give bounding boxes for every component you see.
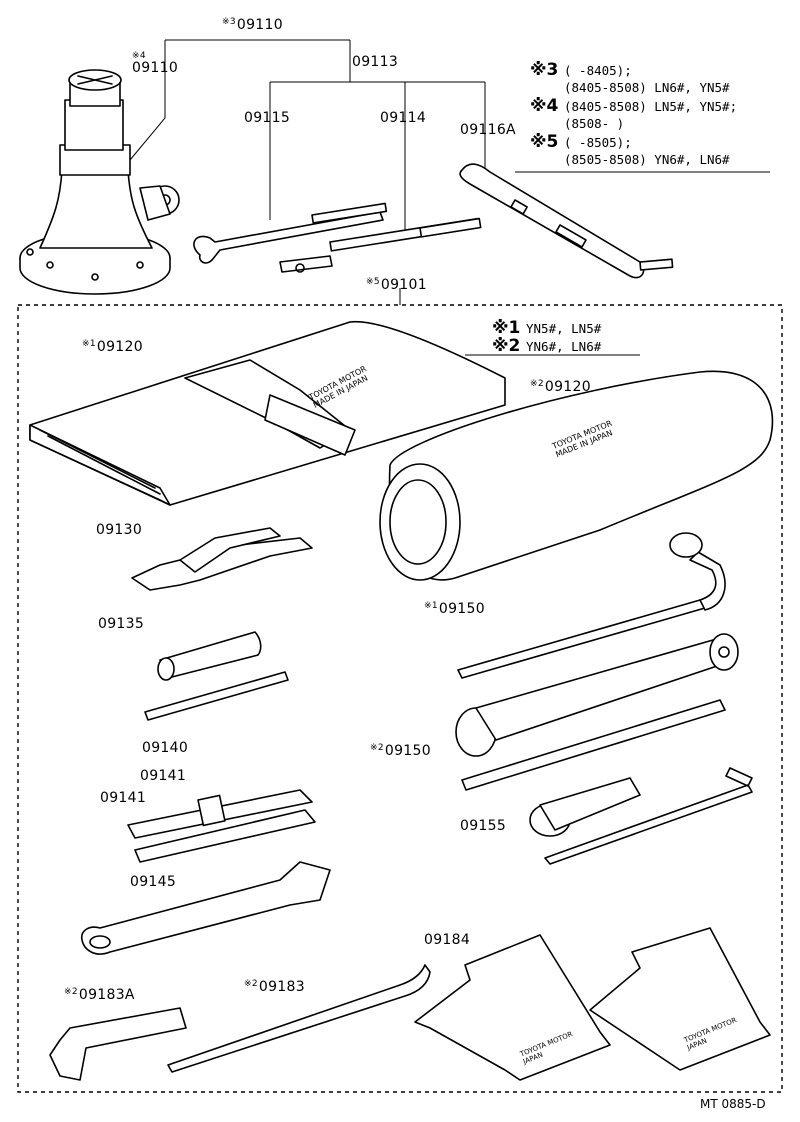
label-09120-bag: ※209120 <box>530 379 591 395</box>
label-09145: 09145 <box>130 874 177 890</box>
jack-handle-09114 <box>279 217 482 273</box>
label-09114: 09114 <box>380 110 427 126</box>
label-09184: 09184 <box>424 932 471 948</box>
tire-lever-09183 <box>167 964 431 1073</box>
jack-handle-09115 <box>193 202 388 264</box>
label-09183: ※209183 <box>244 979 305 995</box>
note-top-5: ※5( -8505); <box>530 132 632 152</box>
note-top-3: ※4(8405-8508) LN5#, YN5#; <box>530 96 738 116</box>
label-09130: 09130 <box>96 522 143 538</box>
box-wrench-09155 <box>529 767 753 865</box>
label-09110: 09110 <box>132 60 179 76</box>
label-09150-type2: ※209150 <box>370 743 431 759</box>
lug-wrench-09150-type1 <box>457 532 726 679</box>
label-09101: ※509101 <box>366 277 427 293</box>
label-09135: 09135 <box>98 616 145 632</box>
tool-roll-09120 <box>29 320 506 506</box>
label-09110-mark: ※4 <box>132 51 146 61</box>
note-top-6: (8505-8508) YN6#, LN6# <box>564 152 730 167</box>
label-09183A: ※209183A <box>64 987 135 1003</box>
jack-wrench-09116A <box>459 163 674 279</box>
tool-bag-09120 <box>379 370 774 581</box>
jack-09110 <box>19 69 180 295</box>
label-09141-b: 09141 <box>100 790 147 806</box>
note-top-4: (8508- ) <box>564 116 625 131</box>
label-09115: 09115 <box>244 110 291 126</box>
label-09113: 09113 <box>352 54 399 70</box>
label-09140: 09140 <box>142 740 189 756</box>
bracket-09183A <box>49 1007 187 1081</box>
screwdriver-09135 <box>144 631 289 721</box>
note-top-1: ※3( -8405); <box>530 60 632 80</box>
label-09110-group: ※309110 <box>222 17 283 33</box>
label-09141-a: 09141 <box>140 768 187 784</box>
wheel-chocks-09184 <box>414 927 771 1081</box>
label-09116A: 09116A <box>460 122 516 138</box>
leader-lines-top <box>129 39 770 356</box>
note-top-2: (8405-8508) LN6#, YN5# <box>564 80 730 95</box>
adjustable-wrench-09145 <box>80 861 331 955</box>
label-09155: 09155 <box>460 818 507 834</box>
pliers-09130 <box>131 527 313 591</box>
label-09150-type1: ※109150 <box>424 601 485 617</box>
wrench-set-09140 <box>127 789 316 863</box>
lug-wrench-09150-type2 <box>455 633 739 791</box>
drawing-code: MT 0885-D <box>700 1097 766 1111</box>
label-09120-roll: ※109120 <box>82 339 143 355</box>
